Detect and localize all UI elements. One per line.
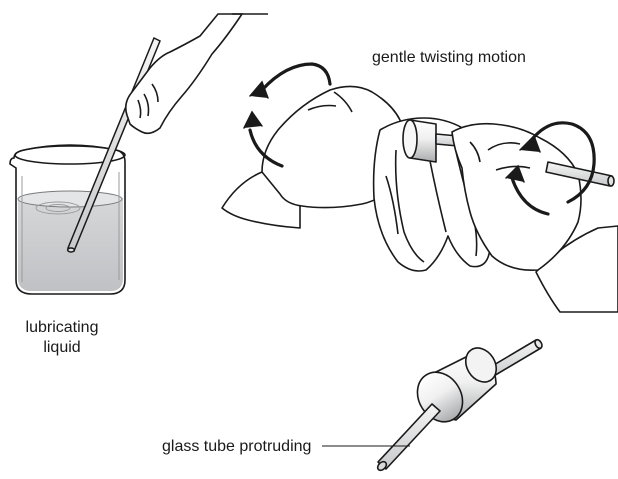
left-hand (126, 14, 268, 133)
label-twisting-motion: gentle twisting motion (372, 48, 526, 68)
label-glass-tube: glass tube protruding (162, 437, 311, 457)
hands-and-cloth (222, 86, 618, 312)
label-lubricating-line2: liquid (0, 338, 124, 358)
stopper-detail (376, 339, 543, 472)
label-lubricating-liquid: lubricating liquid (0, 318, 124, 358)
rotation-arrow-icon (262, 64, 330, 90)
label-lubricating-line1: lubricating (0, 318, 124, 338)
